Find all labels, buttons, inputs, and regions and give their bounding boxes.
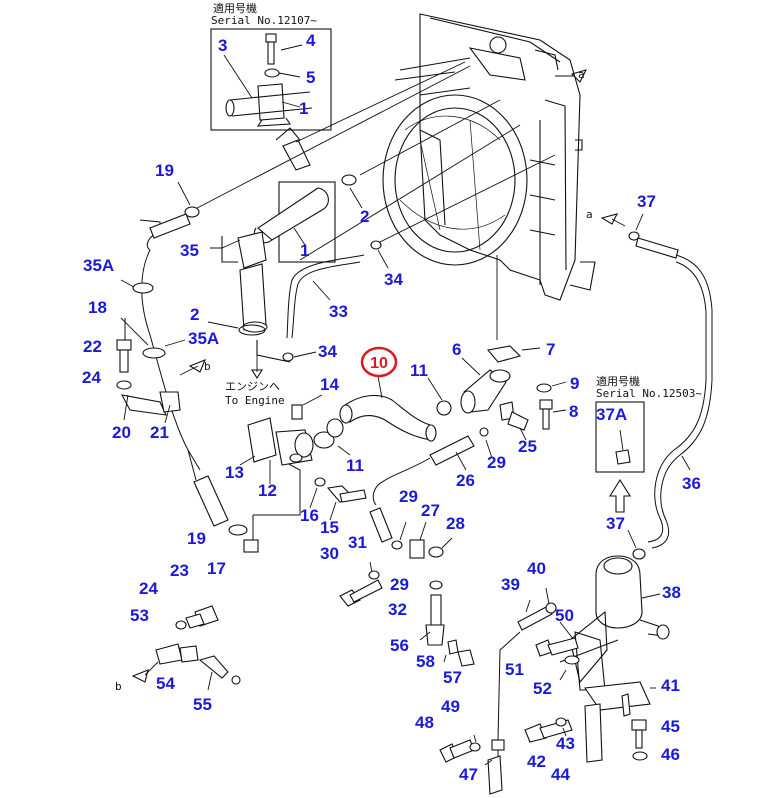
part-label-10: 10 xyxy=(370,355,388,372)
part-label: 57 xyxy=(443,668,462,687)
engine-note-en: To Engine xyxy=(225,394,285,407)
part-label: 23 xyxy=(170,561,189,580)
part-label: 2 xyxy=(360,207,369,226)
part-label: 35 xyxy=(180,241,199,260)
part-label: 2 xyxy=(190,305,199,324)
inset-serial-2-en: Serial No.12503~ xyxy=(596,387,702,400)
part-label: 45 xyxy=(661,717,680,736)
reserve-tank xyxy=(595,555,670,640)
part-label: 54 xyxy=(156,674,175,693)
part-label: 56 xyxy=(390,636,409,655)
part-label: 17 xyxy=(207,559,226,578)
part-label: 28 xyxy=(446,514,465,533)
part-label: 25 xyxy=(518,437,537,456)
part-label: 46 xyxy=(661,745,680,764)
arrow-up xyxy=(609,478,631,513)
clamp-19-top xyxy=(184,206,200,218)
part-label: 8 xyxy=(569,402,578,421)
part-label: 55 xyxy=(193,695,212,714)
part-label: 33 xyxy=(329,302,348,321)
clamp-2-top xyxy=(341,174,357,186)
part-label: 21 xyxy=(150,423,169,442)
part-label: 20 xyxy=(112,423,131,442)
part-label: 30 xyxy=(320,544,339,563)
ref-b-mid: b xyxy=(204,360,211,373)
part-label: 34 xyxy=(384,270,403,289)
part-label: 13 xyxy=(225,463,244,482)
engine-note-jp: エンジンへ xyxy=(225,380,280,393)
inset-serial-1-en: Serial No.12107~ xyxy=(211,14,317,27)
part-label: 6 xyxy=(452,340,461,359)
part-label: 7 xyxy=(546,340,555,359)
part-label: 14 xyxy=(320,375,339,394)
part-label: 5 xyxy=(306,68,315,87)
part-label: 29 xyxy=(399,487,418,506)
part-label: 1 xyxy=(299,99,308,118)
part-label: 29 xyxy=(487,453,506,472)
part-label: 41 xyxy=(661,676,680,695)
part-label: 11 xyxy=(410,361,428,380)
part-label: 19 xyxy=(187,529,206,548)
part-label: 34 xyxy=(318,342,337,361)
part-label: 37A xyxy=(596,405,627,424)
part-label: 53 xyxy=(130,606,149,625)
part-label: 38 xyxy=(662,583,681,602)
part-label: 11 xyxy=(346,456,364,475)
part-label: 47 xyxy=(459,765,478,784)
part-label: 24 xyxy=(82,368,101,387)
inset-serial-12503: 適用号機 Serial No.12503~ xyxy=(595,374,702,473)
part-label: 4 xyxy=(306,31,316,50)
part-label: 27 xyxy=(421,501,440,520)
highlight-circle xyxy=(360,346,398,378)
part-label: 44 xyxy=(551,765,570,784)
part-label: 37 xyxy=(606,514,625,533)
part-label: 43 xyxy=(556,734,575,753)
part-label: 18 xyxy=(88,298,107,317)
part-label: 42 xyxy=(527,752,546,771)
arrow-up-left xyxy=(282,139,311,171)
ref-b-bottom: b xyxy=(115,680,122,693)
part-label: 22 xyxy=(83,337,102,356)
inset-serial-2-jp: 適用号機 xyxy=(596,374,640,388)
radiator-assembly xyxy=(382,13,596,301)
part-label: 40 xyxy=(527,559,546,578)
part-label: 35A xyxy=(188,329,219,348)
part-label: 36 xyxy=(682,474,701,493)
part-label: 50 xyxy=(555,606,574,625)
upper-hose xyxy=(237,181,336,333)
frame-lines xyxy=(177,61,556,340)
part-labels: 3 4 5 1 19 2 1 35 34 35A 18 33 2 35A 22 … xyxy=(82,31,701,784)
part-label: 24 xyxy=(139,579,158,598)
part-label: 19 xyxy=(155,161,174,180)
ref-a-right: a xyxy=(586,208,593,221)
part-label: 31 xyxy=(348,533,367,552)
inset-serial-12107: 適用号機 Serial No.12107~ xyxy=(210,1,332,131)
part-label: 48 xyxy=(415,713,434,732)
inset-serial-1-jp: 適用号機 xyxy=(213,1,257,15)
inset-frame-2 xyxy=(595,401,645,473)
part-label: 26 xyxy=(456,471,475,490)
part-label: 39 xyxy=(501,575,520,594)
part-label: 49 xyxy=(441,697,460,716)
part-label: 51 xyxy=(505,660,524,679)
part-label: 37 xyxy=(637,192,656,211)
inset-frame xyxy=(210,28,332,131)
part-label: 58 xyxy=(416,652,435,671)
hose-10 xyxy=(339,375,437,442)
ref-a-top: a xyxy=(578,68,585,81)
ref-b-arrow xyxy=(188,359,207,373)
part-label: 15 xyxy=(320,518,339,537)
part-label: 35A xyxy=(83,256,114,275)
part-label: 3 xyxy=(218,36,227,55)
part-label: 9 xyxy=(570,374,579,393)
part-label: 32 xyxy=(388,600,407,619)
part-label: 12 xyxy=(258,481,277,500)
part-label: 1 xyxy=(300,241,309,260)
part-label: 52 xyxy=(533,679,552,698)
part-label: 29 xyxy=(390,575,409,594)
part-label: 16 xyxy=(300,506,319,525)
